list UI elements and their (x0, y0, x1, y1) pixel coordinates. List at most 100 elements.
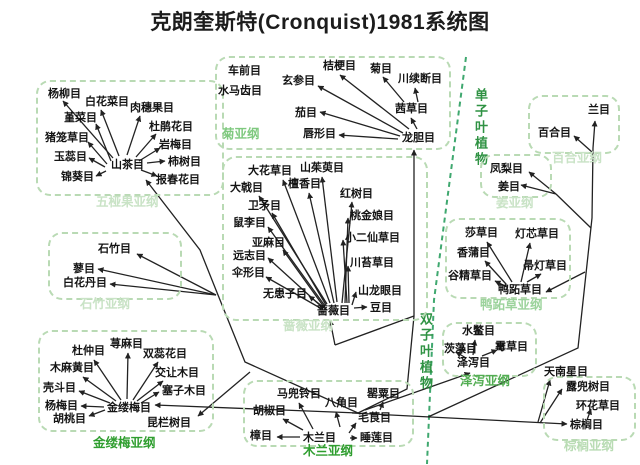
hub-order-node: 鸭跖草目 (498, 284, 542, 296)
order-node: 天南星目 (544, 366, 588, 378)
order-node: 交让木目 (155, 367, 199, 379)
order-node: 杜仲目 (72, 345, 105, 357)
subclass-label-ju: 菊亚纲 (222, 127, 260, 141)
order-node: 谷精草目 (448, 270, 492, 282)
order-node: 鼠李目 (233, 217, 266, 229)
order-node: 八角目 (325, 397, 358, 409)
order-node: 水鳖目 (462, 325, 495, 337)
subclass-label-yazhicao: 鸭跖草亚纲 (480, 298, 543, 312)
order-node: 红树目 (340, 188, 373, 200)
order-node: 卫矛目 (248, 200, 281, 212)
order-node: 棕榈目 (570, 419, 603, 431)
order-node: 木麻黄目 (50, 362, 94, 374)
order-node: 白花菜目 (85, 96, 129, 108)
subclass-label-zonglv: 棕榈亚纲 (564, 439, 615, 453)
order-node: 无患子目 (263, 288, 307, 300)
order-node: 露兜树目 (566, 381, 610, 393)
hub-order-node: 蔷薇目 (317, 305, 350, 317)
order-node: 胡桃目 (53, 413, 86, 425)
order-node: 豆目 (370, 302, 392, 314)
hub-order-node: 山茶目 (111, 159, 144, 171)
subclass-box-shizhu (48, 232, 182, 300)
subclass-box-ju (215, 56, 451, 150)
order-node: 帚灯草目 (523, 260, 567, 272)
order-node: 报春花目 (156, 174, 200, 186)
order-node: 荨麻目 (110, 338, 143, 350)
order-node: 茨藻目 (444, 343, 477, 355)
subclass-box-jinlvmei (38, 330, 214, 432)
order-node: 水马齿目 (218, 85, 262, 97)
order-node: 毛茛目 (358, 412, 391, 424)
hub-order-node: 龙胆目 (402, 132, 435, 144)
order-node: 桔梗目 (323, 60, 356, 72)
order-node: 石竹目 (98, 243, 131, 255)
subclass-label-baihe: 百合亚纲 (552, 151, 603, 165)
order-node: 昆栏树目 (147, 417, 191, 429)
order-node: 远志目 (233, 250, 266, 262)
order-node: 百合目 (538, 127, 571, 139)
order-node: 肉穗果目 (130, 102, 174, 114)
order-node: 猪笼草目 (45, 132, 89, 144)
order-node: 檀香目 (288, 178, 321, 190)
order-node: 桃金娘目 (350, 210, 394, 222)
order-node: 大花草目 (248, 165, 292, 177)
subclass-box-mulan (243, 380, 414, 447)
order-node: 唇形目 (303, 128, 336, 140)
subclass-label-jinlvmei: 金缕梅亚纲 (93, 436, 156, 450)
hub-order-node: 泽泻目 (457, 357, 490, 369)
subclass-box-baihe (528, 95, 620, 154)
order-node: 凤梨目 (490, 163, 523, 175)
order-node: 柿树目 (168, 156, 201, 168)
subclass-label-qiangwei: 蔷薇亚纲 (283, 319, 334, 333)
order-node: 车前目 (228, 65, 261, 77)
order-node: 山茱萸目 (300, 162, 344, 174)
order-node: 伞形目 (232, 267, 265, 279)
order-node: 姜目 (498, 181, 520, 193)
order-node: 双蕊花目 (143, 348, 187, 360)
order-node: 川续断目 (398, 73, 442, 85)
order-node: 罂粟目 (367, 388, 400, 400)
subclass-label-wuyaguo: 五桠果亚纲 (96, 195, 159, 209)
monocot-side-label: 单子叶植物 (473, 88, 488, 168)
order-node: 茜草目 (395, 103, 428, 115)
order-node: 杨梅目 (45, 400, 78, 412)
order-node: 白花丹目 (63, 277, 107, 289)
subclass-box-qiangwei (222, 156, 428, 321)
subclass-label-shizhu: 石竹亚纲 (80, 297, 131, 311)
hub-order-node: 木兰目 (303, 432, 336, 444)
order-node: 环花草目 (576, 400, 620, 412)
order-node: 樟目 (250, 430, 272, 442)
order-node: 胡椒目 (253, 405, 286, 417)
order-node: 锦葵目 (61, 171, 94, 183)
subclass-box-jiang (480, 154, 552, 198)
order-node: 灯芯草目 (515, 228, 559, 240)
order-node: 菊目 (370, 63, 392, 75)
order-node: 马兜铃目 (277, 388, 321, 400)
order-node: 蓼目 (73, 263, 95, 275)
subclass-box-yazhicao (445, 218, 571, 299)
order-node: 睡莲目 (360, 432, 393, 444)
order-node: 兰目 (588, 104, 610, 116)
order-node: 山龙眼目 (358, 285, 402, 297)
order-node: 川苔草目 (350, 257, 394, 269)
order-node: 壳斗目 (43, 382, 76, 394)
order-node: 玉蕊目 (54, 151, 87, 163)
order-node: 莎草目 (465, 227, 498, 239)
order-node: 玄参目 (282, 75, 315, 87)
order-node: 茄目 (295, 107, 317, 119)
order-node: 亚麻目 (252, 237, 285, 249)
order-node: 堇菜目 (64, 112, 97, 124)
order-node: 香蒲目 (457, 247, 490, 259)
order-node: 霉草目 (495, 341, 528, 353)
subclass-box-zonglv (543, 376, 636, 441)
order-node: 岩梅目 (159, 139, 192, 151)
order-node: 杜鹃花目 (149, 121, 193, 133)
order-node: 小二仙草目 (345, 232, 400, 244)
dicot-side-label: 双子叶植物 (418, 312, 433, 392)
page-title: 克朗奎斯特(Cronquist)1981系统图 (150, 11, 490, 34)
order-node: 杨柳目 (48, 88, 81, 100)
order-node: 塞子木目 (162, 385, 206, 397)
subclass-box-zexie (442, 322, 537, 377)
hub-order-node: 金缕梅目 (107, 402, 151, 414)
